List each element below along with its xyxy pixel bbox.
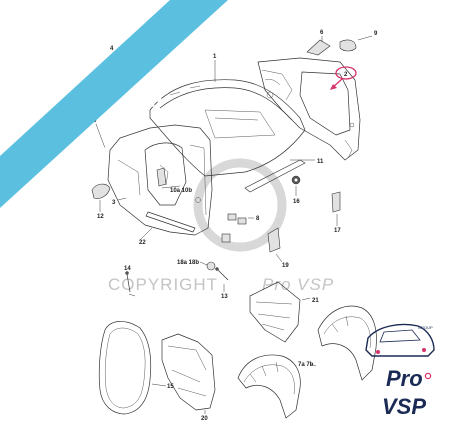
watermark-copyright: COPYRIGHT [108, 275, 218, 294]
logo-pro-text: Pro [386, 366, 423, 391]
label-14: 14 [124, 266, 131, 272]
label-22: 22 [139, 240, 146, 246]
callout-2-label: 2 [344, 72, 348, 78]
label-11: 11 [317, 159, 324, 165]
callout-2-ring [335, 66, 357, 80]
part-11-strip [244, 159, 315, 193]
part-6-bracket [306, 36, 331, 56]
copyright-watermark: COPYRIGHT Pro VSP [108, 158, 334, 294]
callout-2: 2 [330, 66, 357, 90]
part-22-sill-strip [139, 211, 196, 241]
label-18: 18a 18b [177, 260, 199, 266]
logo-accent-dot [424, 372, 432, 380]
label-21: 21 [312, 298, 319, 304]
part-21-insulation [249, 281, 311, 343]
label-13: 13 [221, 294, 228, 300]
part-8-blocks [221, 213, 254, 243]
label-15: 15 [167, 384, 174, 390]
banner-stripe [0, 0, 228, 208]
part-15-seal [98, 321, 167, 415]
part-19-pad [267, 227, 283, 263]
label-10: 10a 10b [170, 188, 192, 194]
label-20: 20 [201, 416, 208, 422]
part-2-inner-panel [257, 57, 361, 161]
label-6: 6 [320, 30, 324, 36]
label-17: 17 [334, 228, 341, 234]
label-8: 8 [256, 216, 260, 222]
part-16-grommet [291, 175, 301, 196]
part-20-panel [161, 333, 216, 414]
part-1-roof-shell [149, 60, 306, 177]
label-7: 7a 7b [298, 362, 314, 368]
copyright-circle [193, 158, 287, 252]
part-10-clips [156, 167, 181, 189]
pro-vsp-logo: GROUP Pro VSP [365, 323, 435, 419]
part-labels: 1 3 4 5 6 7a 7b 8 9 10a 10b 11 12 13 14 … [93, 30, 378, 422]
part-14-clip [125, 271, 136, 297]
logo-car-icon [365, 323, 435, 357]
label-9: 9 [374, 31, 378, 37]
part-12-cap [91, 183, 111, 212]
part-18-plug [199, 261, 216, 271]
label-4: 4 [110, 46, 114, 52]
website-banner: pro-piece-vsp.com [0, 0, 228, 208]
label-19: 19 [282, 263, 289, 269]
logo-vsp-text: VSP [382, 394, 426, 419]
part-17-plate [331, 191, 341, 226]
label-16: 16 [293, 199, 300, 205]
part-13-pin [215, 267, 229, 292]
part-3-quarter-panel [95, 123, 213, 236]
logo-group-text: GROUP [418, 325, 433, 330]
watermark-brand: Pro VSP [262, 275, 334, 294]
label-1: 1 [213, 54, 217, 60]
label-12: 12 [97, 214, 104, 220]
label-3: 3 [112, 200, 116, 206]
part-9-cap [339, 35, 373, 52]
